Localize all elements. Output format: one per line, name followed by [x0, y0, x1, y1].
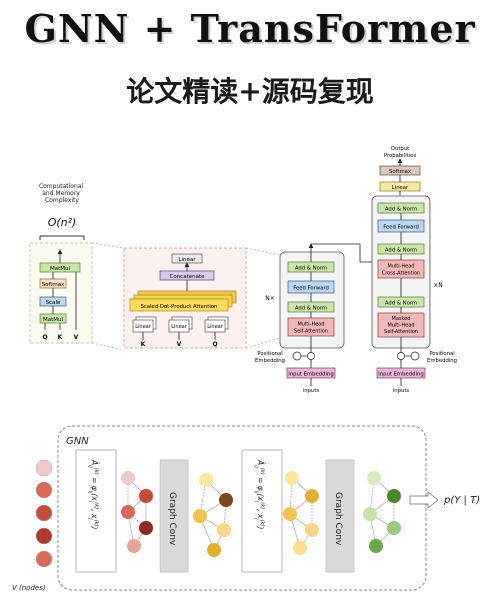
- svg-text:Probabilities: Probabilities: [384, 153, 417, 159]
- enc-pos-label: Positional: [257, 351, 282, 357]
- page-subtitle: 论文精读+源码复现: [126, 75, 374, 108]
- output-arrow: [409, 491, 439, 509]
- svg-text:Linear: Linear: [178, 257, 196, 263]
- svg-text:Multi-Head: Multi-Head: [387, 264, 414, 270]
- attn-input-v: V: [74, 334, 79, 341]
- dec-inputs-label: inputs: [393, 388, 410, 394]
- svg-text:Embedding: Embedding: [255, 358, 285, 364]
- encoder-nx: N×: [265, 295, 275, 302]
- svg-text:MatMul: MatMul: [50, 266, 71, 272]
- svg-text:Input Embedding: Input Embedding: [288, 372, 333, 378]
- enc-pos-wave: [292, 351, 302, 361]
- enc-dec-link: [311, 243, 378, 263]
- svg-text:Multi-Head: Multi-Head: [297, 322, 324, 328]
- enc-pos-add: [307, 352, 315, 360]
- svg-text:Embedding: Embedding: [427, 358, 457, 364]
- dec-pos-label: Positional: [429, 351, 454, 357]
- graph-yellow-2: [283, 471, 319, 555]
- svg-text:Feed Forward: Feed Forward: [383, 225, 419, 231]
- mh-input-k: K: [141, 341, 146, 348]
- mh-input-v: V: [177, 341, 182, 348]
- gnn-diagram: GNN V (nodes) Âij(k) = φij(xi(k), xj(k))…: [12, 425, 480, 592]
- svg-text:Softmax: Softmax: [389, 169, 411, 175]
- svg-text:MatMul: MatMul: [43, 317, 64, 323]
- mh-linear-bottom-group: Linear Linear Linear: [132, 316, 229, 333]
- svg-text:Feed Forward: Feed Forward: [293, 286, 329, 292]
- svg-text:Linear: Linear: [135, 324, 151, 330]
- attn-input-q: Q: [42, 334, 47, 341]
- graph-conv-2: [325, 459, 355, 573]
- svg-text:Softmax: Softmax: [42, 282, 66, 288]
- svg-text:Scale: Scale: [46, 300, 61, 306]
- mh-sdpa: [129, 298, 229, 312]
- svg-text:Linear: Linear: [207, 324, 223, 330]
- svg-text:Concatenate: Concatenate: [169, 274, 205, 280]
- graph-red: [121, 471, 153, 553]
- gnn-box: [57, 425, 427, 591]
- mh-input-q: Q: [212, 341, 217, 348]
- attention-small-box: [29, 242, 93, 344]
- page-title: GNN + TransFormer: [24, 6, 476, 51]
- svg-text:Add & Norm: Add & Norm: [385, 207, 417, 213]
- svg-text:Linear: Linear: [171, 324, 187, 330]
- svg-text:Graph Conv: Graph Conv: [333, 492, 343, 546]
- svg-text:Masked: Masked: [392, 316, 411, 322]
- complexity-caption: Computational and Memory Complexity: [39, 183, 85, 204]
- svg-text:Add & Norm: Add & Norm: [295, 266, 327, 272]
- svg-text:Scaled Dot-Product Attention: Scaled Dot-Product Attention: [141, 304, 218, 310]
- gnn-label: GNN: [66, 436, 89, 447]
- nodes-label: V (nodes): [12, 584, 46, 592]
- graph-yellow: [193, 473, 233, 557]
- svg-text:Self-Attention: Self-Attention: [384, 329, 418, 335]
- complexity-formula: O(n²): [48, 216, 77, 229]
- svg-text:Add & Norm: Add & Norm: [295, 306, 327, 312]
- enc-inputs-label: inputs: [303, 388, 320, 394]
- svg-text:Cross-Attention: Cross-Attention: [382, 271, 420, 277]
- formula-box-1: [75, 449, 117, 573]
- input-nodes: [35, 459, 53, 568]
- svg-text:Add & Norm: Add & Norm: [385, 301, 417, 307]
- dec-pos-wave: [410, 351, 420, 361]
- formula-box-2: [241, 449, 283, 573]
- svg-text:Multi-Head: Multi-Head: [387, 323, 414, 329]
- graph-conv-1: [159, 459, 189, 573]
- svg-text:Input Embedding: Input Embedding: [378, 372, 423, 378]
- svg-text:Add & Norm: Add & Norm: [385, 248, 417, 254]
- svg-text:Linear: Linear: [392, 185, 409, 191]
- graph-green: [363, 471, 401, 553]
- svg-text:Graph Conv: Graph Conv: [167, 492, 177, 546]
- decoder-nx: ×N: [433, 282, 443, 289]
- output-label: p(Y | T): [443, 495, 480, 506]
- dec-pos-add: [397, 352, 405, 360]
- transformer-diagram: Computational and Memory Complexity O(n²…: [29, 146, 457, 394]
- dec-output-label: Output: [391, 146, 409, 152]
- svg-text:Self-Attention: Self-Attention: [294, 329, 328, 335]
- attn-input-k: K: [58, 334, 63, 341]
